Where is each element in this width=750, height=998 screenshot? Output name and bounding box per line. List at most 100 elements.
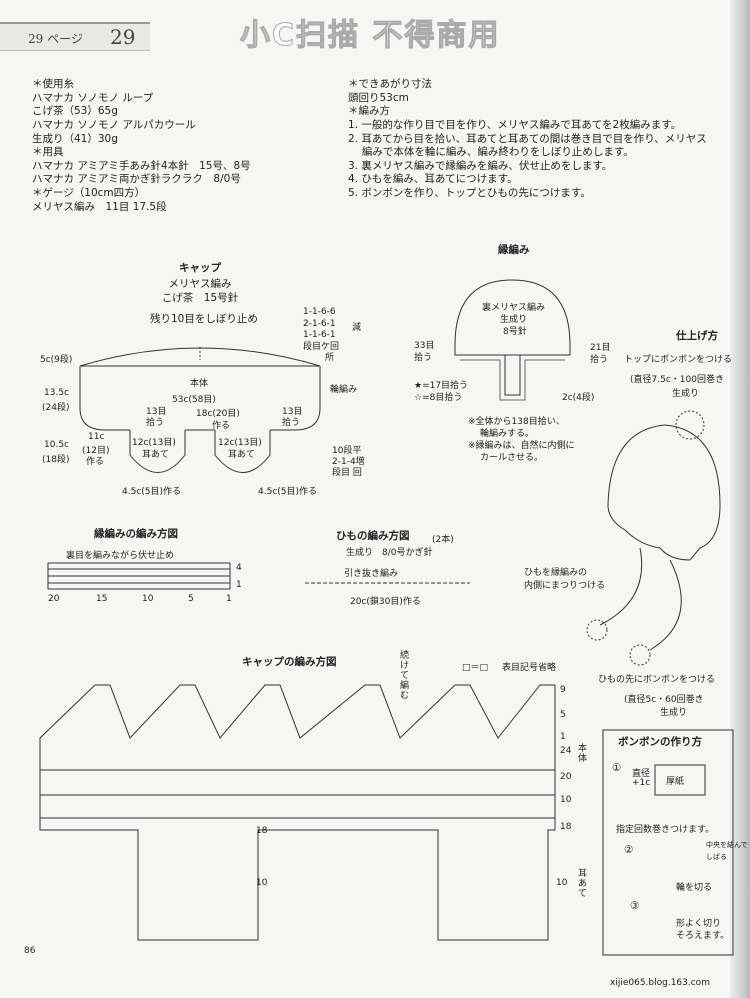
pick-right: 13目 (282, 407, 303, 417)
string-chart-count: (2本) (432, 535, 454, 545)
method-heading: ＊編み方 (348, 105, 390, 118)
step1-num: ① (612, 762, 622, 774)
edge-star2: ☆=8目拾う (414, 393, 463, 403)
row-num: 24 (560, 746, 572, 756)
edge-star1: ★=17目拾う (414, 381, 469, 391)
finished-size: 頭回り53cm (348, 91, 409, 104)
cut-label: 輪を切る (676, 883, 713, 893)
cap-h2: 13.5c (44, 388, 69, 398)
cap-top-note: 残り10目をしぼり止め (150, 313, 258, 325)
string-pompom-left (586, 619, 608, 641)
increase-sub: 段目 回 (332, 468, 362, 478)
edge-chart-title: 縁編みの編み方図 (94, 528, 178, 540)
method-step: 5. ボンボンを作り、トップとひもの先につけます。 (348, 187, 591, 200)
cap-title: キャップ (179, 262, 221, 274)
method-step: 1. 一般的な作り目で目を作り、メリヤス編みで耳あてを2枚編みます。 (348, 118, 682, 131)
yarn-line: 生成り（41）30g (32, 132, 118, 145)
step1-diam2: +1c (632, 778, 651, 788)
edge-inner2: 生成り (500, 315, 528, 325)
legend-label: 表目記号省略 (502, 663, 557, 673)
finished-heading: ＊できあがり寸法 (348, 78, 432, 90)
cap-h3: 10.5c (44, 440, 69, 450)
side-left-b: (12目) (82, 446, 110, 456)
step2-num: ② (624, 844, 634, 856)
step3-num: ③ (630, 900, 640, 912)
edge-row: 4 (236, 563, 242, 573)
edge-chart-note: 裏目を編みながら伏せ止め (66, 551, 175, 561)
chart-ear-label: 耳あて (578, 869, 588, 899)
row-num: 10 (560, 795, 572, 805)
pompom-end: ひもの先にボンボンをつける (598, 675, 716, 685)
pompom-end3: 生成り (660, 708, 688, 718)
edge-tick: 10 (142, 594, 154, 604)
ear-flap-left (129, 430, 186, 473)
cap-chart-title: キャップの編み方図 (242, 656, 337, 668)
scan-watermark: 小C扫描 不得商用 (239, 18, 501, 54)
edge-right: 21目 (590, 343, 611, 353)
pompom-howto-box (602, 729, 734, 956)
flat-rows: 10段平 (332, 446, 362, 456)
method-step: 4. ひもを編み、耳あてにつけます。 (348, 173, 518, 186)
string-chart-sub: 生成り 8/0号かぎ針 (346, 548, 433, 558)
edge-tick: 20 (48, 594, 60, 604)
tools-heading: ＊用具 (32, 146, 64, 159)
pompom-top2: (直径7.5c・100回巻き (630, 375, 724, 385)
string-chain-label: 20c(鎖30目)作る (350, 597, 421, 607)
edge-title: 縁編み (498, 244, 530, 256)
edge-tail: 2c(4段) (562, 393, 595, 403)
decrease-label: 減 (352, 323, 362, 333)
edge-left: 33目 (414, 341, 435, 351)
row-num: 18 (560, 822, 572, 832)
cap-sub1: メリヤス編み (168, 278, 232, 290)
string-note: ひもを縁編みの (524, 568, 588, 578)
cast-middle-b: 作る (212, 421, 231, 431)
top-pompom (675, 410, 705, 440)
rib-label: 輪編み (330, 385, 358, 395)
cap-h2b: (24段) (42, 403, 70, 413)
tools-line: ハマナカ アミアミ両かぎ針ラクラク 8/0号 (32, 173, 241, 186)
blog-watermark: xijie065.blog.163.com (610, 978, 710, 988)
cap-width: 53c(58目) (172, 395, 216, 405)
string-note2: 内側にまつりつける (524, 581, 606, 591)
row-num: 9 (560, 685, 566, 695)
instructions-block: ＊できあがり寸法 頭回り53cm ＊編み方 1. 一般的な作り目で目を作り、メリ… (348, 78, 707, 201)
ear-row-num: 10 (256, 878, 268, 888)
page-number: 86 (24, 946, 36, 956)
chart-body-label: 本体 (578, 744, 588, 764)
method-step: 編みで本体を輪に編み、編み終わりをしぼり止めします。 (348, 146, 634, 159)
ear-flap-right (214, 430, 271, 473)
cap-h3b: (18段) (42, 455, 70, 465)
cast-middle: 18c(20目) (196, 409, 240, 419)
ear-width-right: 12c(13目) (218, 438, 262, 448)
finished-cap-drawing (607, 424, 721, 561)
yarn-line: ハマナカ ソノモノ アルパカウール (32, 118, 196, 131)
ear-bottom-left: 4.5c(5目)作る (122, 487, 182, 497)
side-left: 11c (88, 432, 105, 442)
cap-h1: 5c(9段) (40, 355, 73, 365)
page-tab-text: 29 ページ (28, 32, 83, 46)
step2-note: 中央を結んで (706, 841, 748, 849)
gauge-line: メリヤス編み 11目 17.5段 (32, 200, 167, 213)
materials-block: ＊使用糸 ハマナカ ソノモノ ループ こげ茶（53）65g ハマナカ ソノモノ … (32, 78, 251, 214)
yarn-line: こげ茶（53）65g (32, 105, 118, 118)
edge-tick: 15 (96, 594, 108, 604)
edge-tick: 5 (188, 594, 194, 604)
step1-diam: 直径 (632, 769, 651, 779)
legend-symbol: □＝□ (462, 663, 489, 673)
edge-inner3: 8号針 (503, 327, 527, 337)
yarn-line: ハマナカ ソノモノ ループ (32, 91, 154, 104)
page-tab-number: 29 (110, 25, 136, 49)
cardboard-label: 厚紙 (666, 777, 685, 787)
string-pompom-right (629, 644, 651, 666)
cap-sub2: こげ茶 15号針 (161, 292, 239, 304)
pompom-end2: (直径5c・60回巻き (624, 695, 704, 705)
pompom-top: トップにボンボンをつける (624, 355, 733, 365)
increase: 2-1-4増 (332, 457, 365, 467)
edge-tick: 1 (226, 594, 232, 604)
string-slip: 引き抜き編み (344, 569, 399, 579)
cap-chart-grid (39, 684, 556, 941)
decrease-sub: 所 (325, 353, 335, 363)
edge-right2: 拾う (590, 355, 609, 365)
edge-inner: 裏メリヤス編み (482, 303, 546, 313)
